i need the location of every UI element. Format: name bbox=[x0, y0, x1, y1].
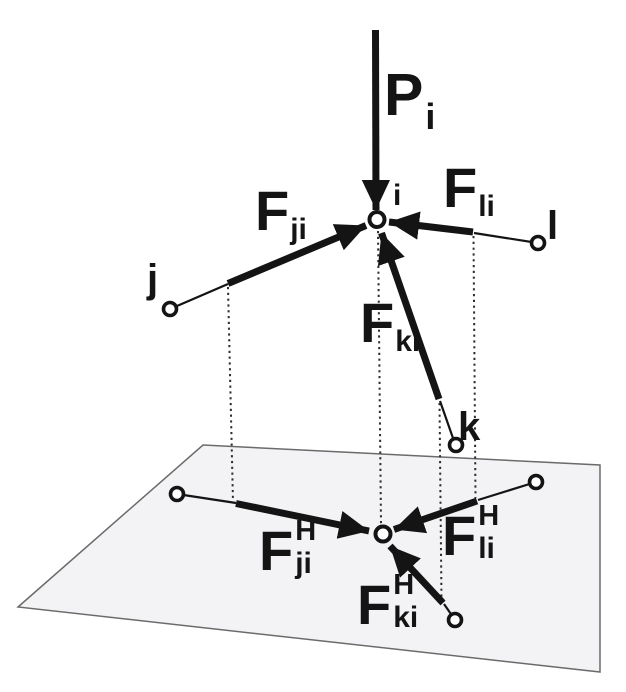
force-label-fli-main: F bbox=[443, 156, 478, 219]
load-label-main: P bbox=[384, 62, 424, 128]
force-label-fki-h: F H ki bbox=[357, 571, 418, 636]
load-label-sub: i bbox=[425, 96, 436, 137]
force-arrow-fki bbox=[377, 231, 443, 401]
force-label-fli-h: F H li bbox=[442, 502, 499, 567]
force-label-fki-h-scripts: H ki bbox=[393, 571, 418, 633]
force-arrow-fli-h bbox=[392, 497, 479, 534]
force-label-fji-main: F bbox=[255, 179, 290, 242]
node-i bbox=[367, 210, 387, 229]
force-label-fli-h-sub: li bbox=[478, 532, 495, 565]
force-arrow-fji-h bbox=[235, 500, 370, 539]
node-label-k: k bbox=[458, 405, 481, 449]
member-l-proj-segment bbox=[477, 480, 537, 502]
force-label-fki-sub: ki bbox=[395, 325, 421, 358]
force-label-fki: F ki bbox=[360, 295, 420, 357]
member-l-segment bbox=[473, 231, 539, 245]
node-k bbox=[447, 436, 465, 454]
force-label-fki-h-main: F bbox=[357, 573, 392, 636]
force-label-fji-h-main: F bbox=[259, 519, 294, 582]
force-label-fji-h: F H ji bbox=[259, 517, 316, 582]
force-label-fji-h-sup: H bbox=[295, 515, 317, 547]
force-label-fki-h-sup: H bbox=[393, 569, 415, 601]
force-label-fli-h-main: F bbox=[442, 504, 477, 567]
force-label-fji-h-scripts: H ji bbox=[295, 517, 316, 579]
node-label-l: l bbox=[547, 204, 559, 248]
member-k-segment bbox=[438, 400, 456, 442]
load-label-pi: P i bbox=[384, 66, 435, 135]
node-j bbox=[161, 300, 179, 318]
force-arrow-fji bbox=[226, 222, 368, 287]
node-label-j: j bbox=[147, 257, 159, 301]
force-label-fji-sub: ji bbox=[290, 213, 307, 246]
force-label-fli-h-scripts: H li bbox=[478, 502, 499, 564]
force-arrow-fli bbox=[388, 211, 474, 240]
node-j-proj bbox=[168, 485, 186, 503]
node-label-i: i bbox=[393, 179, 402, 212]
node-l-proj bbox=[527, 473, 545, 491]
force-label-fli-sub: li bbox=[478, 190, 495, 223]
force-arrow-fki-h bbox=[387, 543, 446, 606]
force-label-fki-h-sub: ki bbox=[393, 601, 419, 634]
node-i-proj bbox=[373, 524, 393, 544]
member-j-proj-segment bbox=[176, 492, 237, 505]
force-label-fli-h-sup: H bbox=[478, 500, 500, 532]
projection-line-i bbox=[377, 230, 382, 525]
force-label-fli: F li bbox=[443, 160, 495, 222]
member-j-segment bbox=[169, 282, 229, 311]
projection-line-k bbox=[438, 402, 443, 601]
force-label-fji-h-sub: ji bbox=[295, 547, 312, 580]
node-l bbox=[529, 234, 547, 252]
force-label-fki-main: F bbox=[360, 291, 395, 354]
force-label-fji: F ji bbox=[255, 183, 307, 245]
load-arrow-pi bbox=[361, 29, 391, 211]
projection-line-j bbox=[227, 286, 234, 503]
node-k-proj bbox=[446, 611, 464, 629]
